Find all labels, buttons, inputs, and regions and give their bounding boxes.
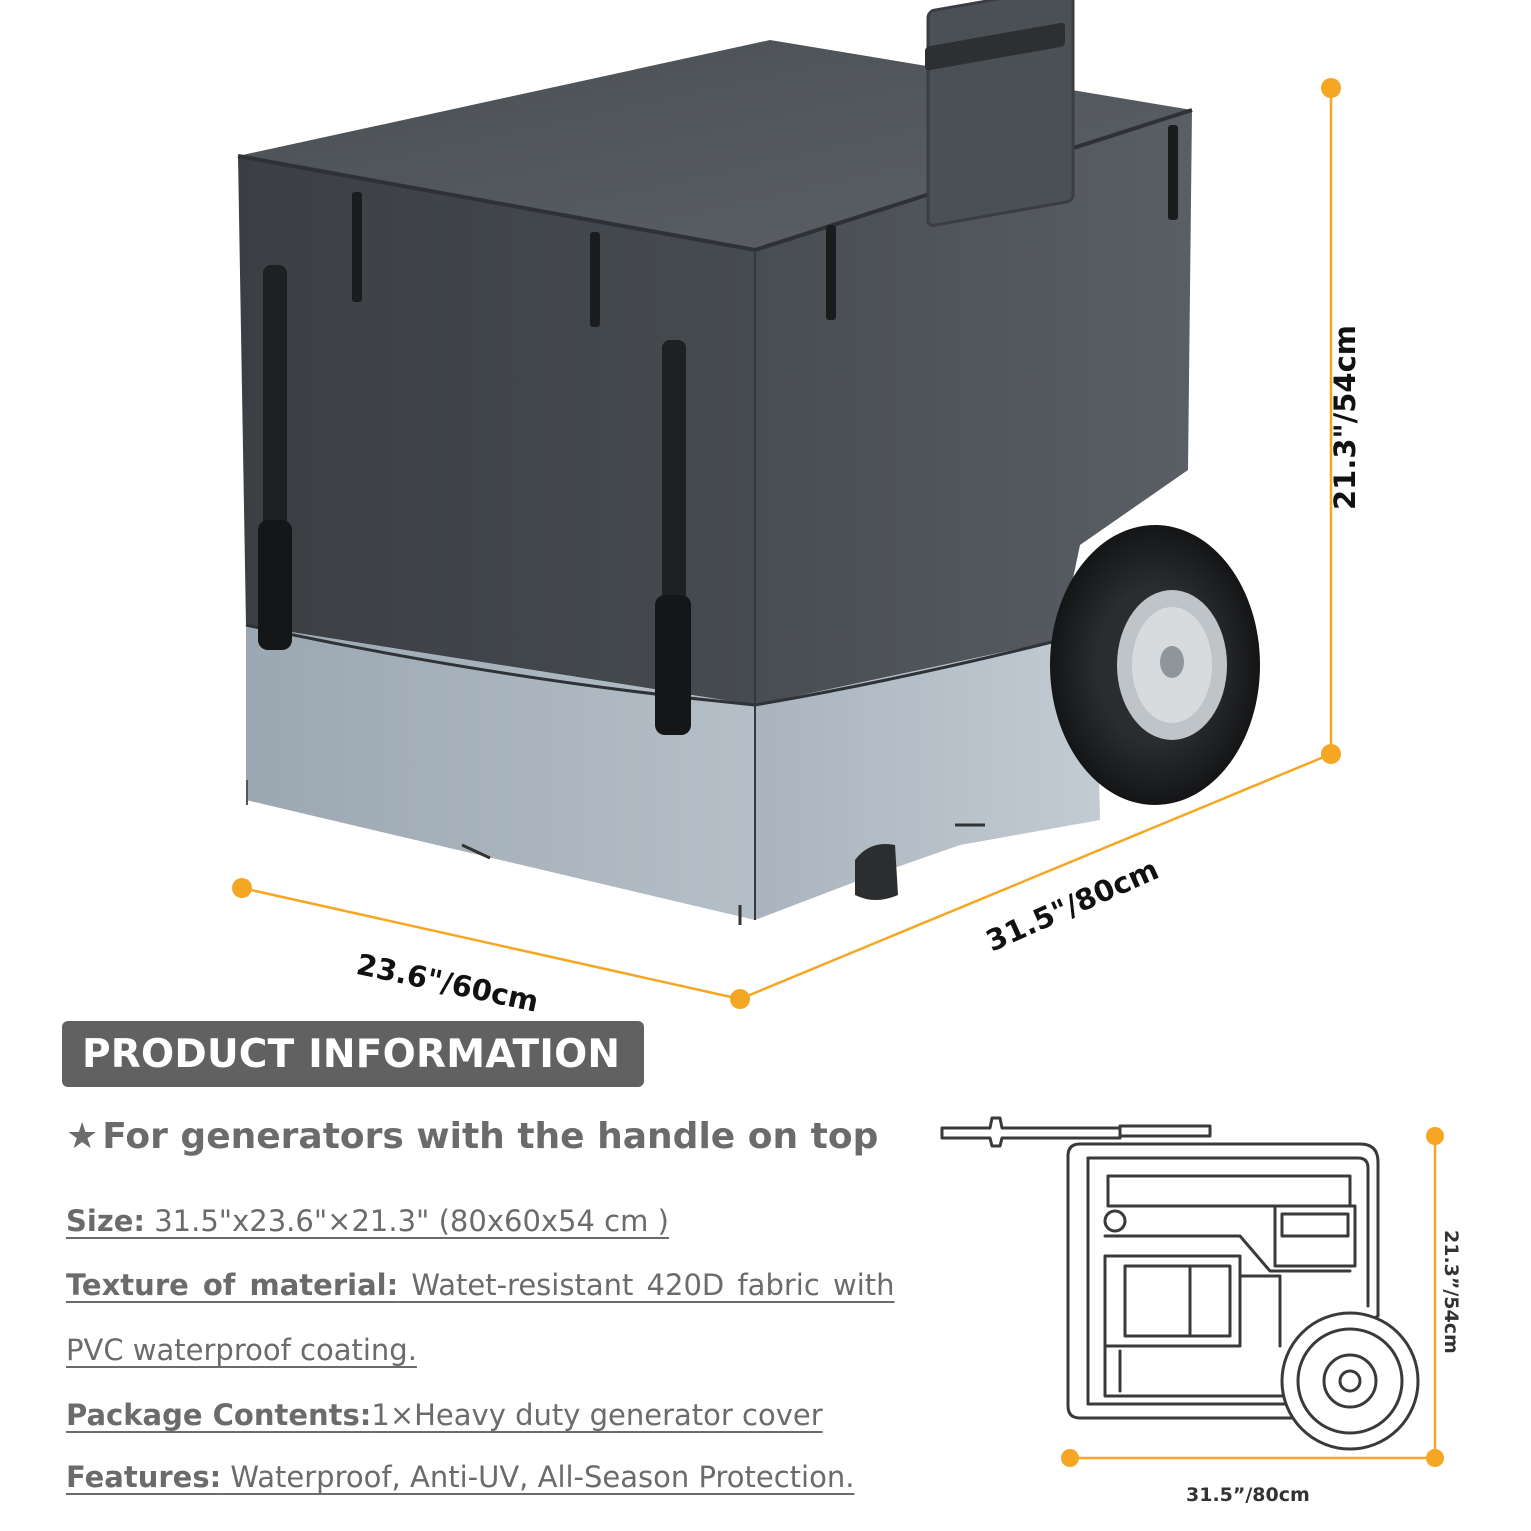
- cover-front-face: [238, 156, 755, 705]
- generator-cover-illustration: [232, 0, 1341, 1009]
- spec-texture-label: Texture of material:: [66, 1268, 399, 1302]
- star-icon: ★: [66, 1116, 99, 1157]
- spec-features-label: Features:: [66, 1460, 222, 1494]
- spec-size-value: 31.5"x23.6"×21.3" (80x60x54 cm ): [144, 1204, 669, 1238]
- dimension-dot-icon: [1426, 1449, 1444, 1467]
- cover-side-face: [755, 110, 1192, 705]
- product-information-title: PRODUCT INFORMATION: [82, 1031, 621, 1077]
- handle-outline: [940, 1116, 1122, 1148]
- spec-features-value: Waterproof, Anti-UV, All-Season Protecti…: [221, 1460, 855, 1494]
- dimension-dot-icon: [1061, 1449, 1079, 1467]
- dimension-dot-icon: [730, 989, 750, 1009]
- spec-package-label: Package Contents:: [66, 1398, 372, 1432]
- generator-line-drawing: [940, 1116, 1444, 1467]
- dimension-dot-icon: [1426, 1127, 1444, 1145]
- spec-features: Features: Waterproof, Anti-UV, All-Seaso…: [66, 1460, 855, 1494]
- drawing-width-label: 31.5”/80cm: [1186, 1484, 1310, 1506]
- cover-side-skirt: [755, 595, 1100, 920]
- drawing-height-label: 21.3”/54cm: [1440, 1230, 1462, 1354]
- spec-texture-continued: PVC waterproof coating.: [66, 1333, 417, 1367]
- headline-text: For generators with the handle on top: [102, 1116, 879, 1157]
- spec-package-value: 1×Heavy duty generator cover: [371, 1398, 823, 1432]
- drawing-dimension-lines: [1061, 1127, 1444, 1467]
- dimension-dot-icon: [1321, 744, 1341, 764]
- headline: ★ For generators with the handle on top: [66, 1116, 878, 1157]
- dimension-dot-icon: [1321, 78, 1341, 98]
- spec-size: Size: 31.5"x23.6"×21.3" (80x60x54 cm ): [66, 1204, 669, 1238]
- dimension-dot-icon: [232, 878, 252, 898]
- spec-texture-value: Watet-resistant 420D fabric with: [398, 1268, 895, 1302]
- cover-front-skirt: [246, 625, 755, 920]
- drawing-wheel: [1280, 1311, 1420, 1451]
- spec-texture: Texture of material: Watet-resistant 420…: [66, 1268, 895, 1302]
- spec-texture-value-continued: PVC waterproof coating.: [66, 1333, 417, 1367]
- wheel: [1050, 525, 1260, 805]
- frame-outline: [1066, 1142, 1380, 1420]
- dimension-height-label: 21.3"/54cm: [1328, 324, 1362, 510]
- spec-package: Package Contents:1×Heavy duty generator …: [66, 1398, 823, 1432]
- product-information-badge: PRODUCT INFORMATION: [62, 1021, 644, 1087]
- dimension-lines: [232, 78, 1341, 1009]
- spec-size-label: Size:: [66, 1204, 145, 1238]
